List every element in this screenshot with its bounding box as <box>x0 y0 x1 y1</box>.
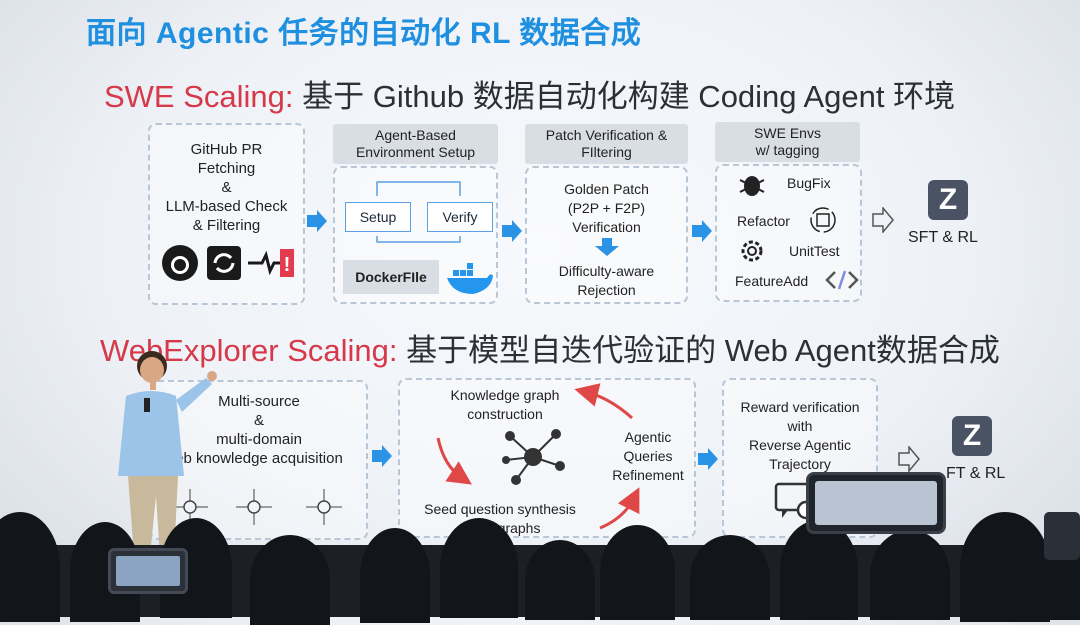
audience-head <box>690 535 770 620</box>
patch-verification-header: Patch Verification & FIltering <box>525 124 688 164</box>
tag-unittest: UnitTest <box>789 242 840 261</box>
swe-envs-box: BugFix Refactor UnitTest FeatureAdd <box>715 164 862 302</box>
flow-arrow-icon <box>692 220 712 242</box>
knowledge-graph-box: Knowledge graph construction Agentic Que… <box>398 378 696 538</box>
box-line: (P2P + F2P) <box>527 199 686 218</box>
gear-icon <box>739 238 765 269</box>
github-icon <box>160 243 200 288</box>
swe-pr-fetching-box: GitHub PR Fetching & LLM-based Check & F… <box>148 123 305 305</box>
patch-verification-box: Golden Patch (P2P + F2P) Verification Di… <box>525 166 688 304</box>
phone-silhouette <box>1044 512 1080 560</box>
box-line: GitHub PR <box>150 140 303 159</box>
box-line: Fetching <box>150 159 303 178</box>
agent-setup-box: Setup Verify DockerFIle <box>333 166 498 304</box>
header-line: Patch Verification & <box>531 127 682 144</box>
code-icon <box>825 268 859 297</box>
box-line: with <box>724 417 876 436</box>
sync-icon <box>206 245 242 286</box>
docker-whale-icon <box>445 260 493 301</box>
box-line: Verification <box>527 218 686 237</box>
audience-head <box>780 520 858 620</box>
verify-node: Verify <box>427 202 493 232</box>
header-line: Environment Setup <box>339 144 492 161</box>
box-line: Rejection <box>527 281 686 300</box>
audience-head <box>870 530 950 620</box>
swe-heading-rest: 基于 Github 数据自动化构建 Coding Agent 环境 <box>294 79 956 114</box>
network-node-icon <box>304 487 344 532</box>
setup-node: Setup <box>345 202 411 232</box>
flow-arrow-icon <box>698 448 718 470</box>
alert-icon: ! <box>246 245 296 286</box>
phone-silhouette <box>806 472 946 534</box>
flow-arrow-icon <box>307 210 327 232</box>
swe-heading-highlight: SWE Scaling: <box>104 79 294 114</box>
audience-head <box>600 525 675 620</box>
header-line: SWE Envs <box>721 125 854 142</box>
header-line: Agent-Based <box>339 127 492 144</box>
outline-arrow-icon <box>872 207 894 238</box>
bug-icon <box>737 170 767 203</box>
web-section-heading: WebExplorer Scaling: 基于模型自迭代验证的 Web Agen… <box>100 325 1000 370</box>
swe-envs-header: SWE Envs w/ tagging <box>715 122 860 162</box>
phone-silhouette <box>108 548 188 594</box>
audience-head <box>440 518 518 618</box>
svg-text:!: ! <box>284 254 291 276</box>
audience-head <box>525 540 595 620</box>
refactor-icon <box>809 206 837 239</box>
box-line: & Filtering <box>150 216 303 235</box>
zhipu-logo-icon: Z <box>952 416 992 456</box>
audience-head <box>0 512 60 622</box>
flow-arrow-icon <box>502 220 522 242</box>
box-line: Reward verification <box>724 398 876 417</box>
header-line: w/ tagging <box>721 142 854 159</box>
tag-refactor: Refactor <box>737 212 790 231</box>
box-line: & <box>150 178 303 197</box>
network-node-icon <box>234 487 274 532</box>
header-line: FIltering <box>531 144 682 161</box>
dockerfile-label: DockerFIle <box>343 260 439 294</box>
agent-setup-header: Agent-Based Environment Setup <box>333 124 498 164</box>
swe-output-label: SFT & RL <box>908 228 978 247</box>
web-output-label: FT & RL <box>946 464 1005 483</box>
zhipu-logo-icon: Z <box>928 180 968 220</box>
box-line: LLM-based Check <box>150 197 303 216</box>
web-heading-rest: 基于模型自迭代验证的 Web Agent数据合成 <box>398 333 1000 368</box>
box-line: Golden Patch <box>527 180 686 199</box>
cycle-arrows-icon <box>400 380 698 540</box>
down-arrow-icon <box>527 238 686 261</box>
box-line: Reverse Agentic <box>724 436 876 455</box>
box-line: Difficulty-aware <box>527 262 686 281</box>
swe-section-heading: SWE Scaling: 基于 Github 数据自动化构建 Coding Ag… <box>104 71 955 116</box>
audience-head <box>360 528 430 623</box>
slide-title: 面向 Agentic 任务的自动化 RL 数据合成 <box>86 8 641 52</box>
flow-arrow-icon <box>372 445 392 467</box>
tag-bugfix: BugFix <box>787 174 831 193</box>
tag-featureadd: FeatureAdd <box>735 272 808 291</box>
audience-head <box>250 535 330 625</box>
